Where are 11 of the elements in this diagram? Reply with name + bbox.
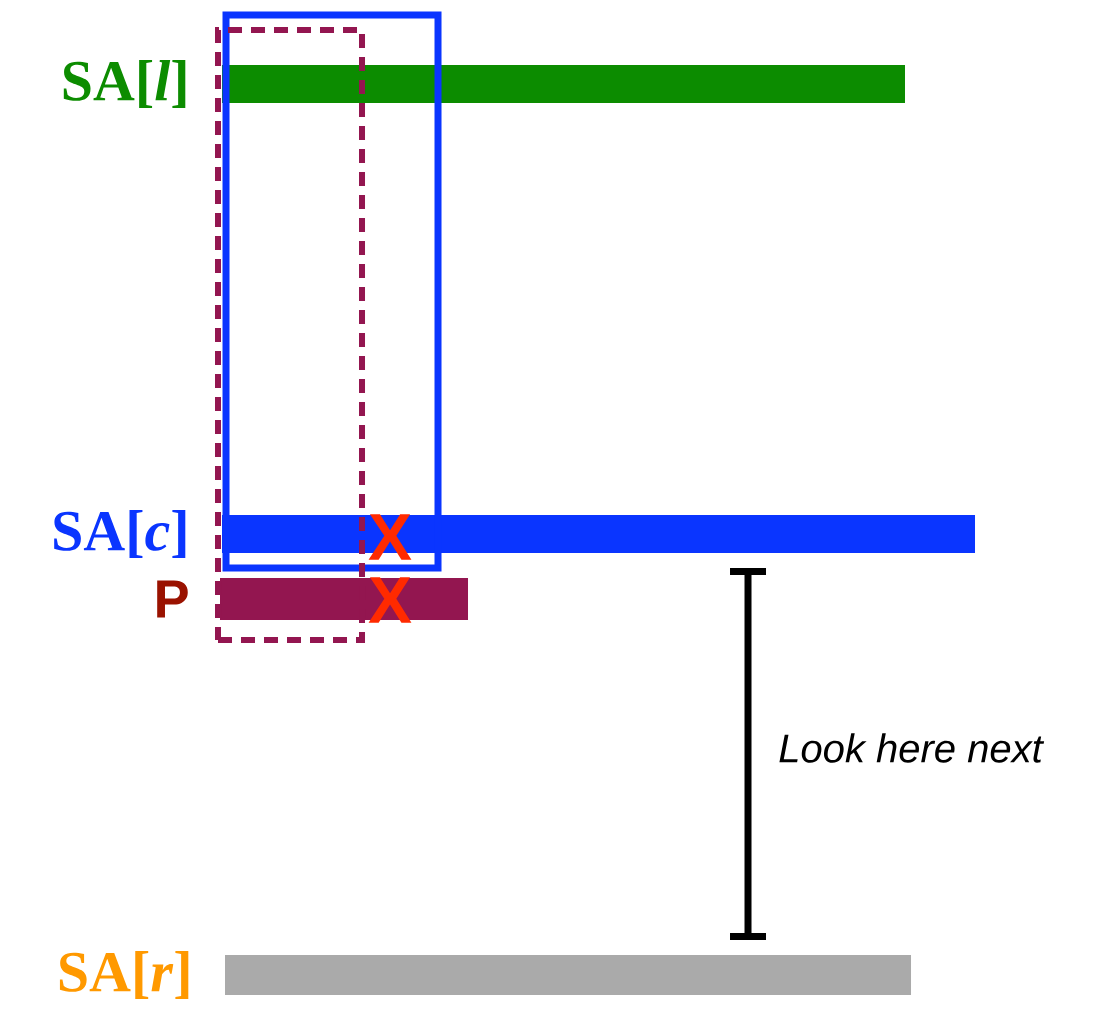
node-label: SA[l] [63, 59, 186, 108]
cross-mark: X [368, 577, 412, 623]
bar: SA[r] [59, 951, 911, 999]
node-label: SA[r] [59, 951, 189, 999]
node-label: SA[c] [54, 510, 186, 558]
bar: SA[l] [63, 60, 905, 108]
node-label: P [157, 580, 188, 618]
note: Look here next [779, 733, 1045, 763]
window-rectangle [222, 11, 442, 572]
cross-mark: X [368, 514, 412, 560]
dashed-rectangle [215, 27, 365, 643]
